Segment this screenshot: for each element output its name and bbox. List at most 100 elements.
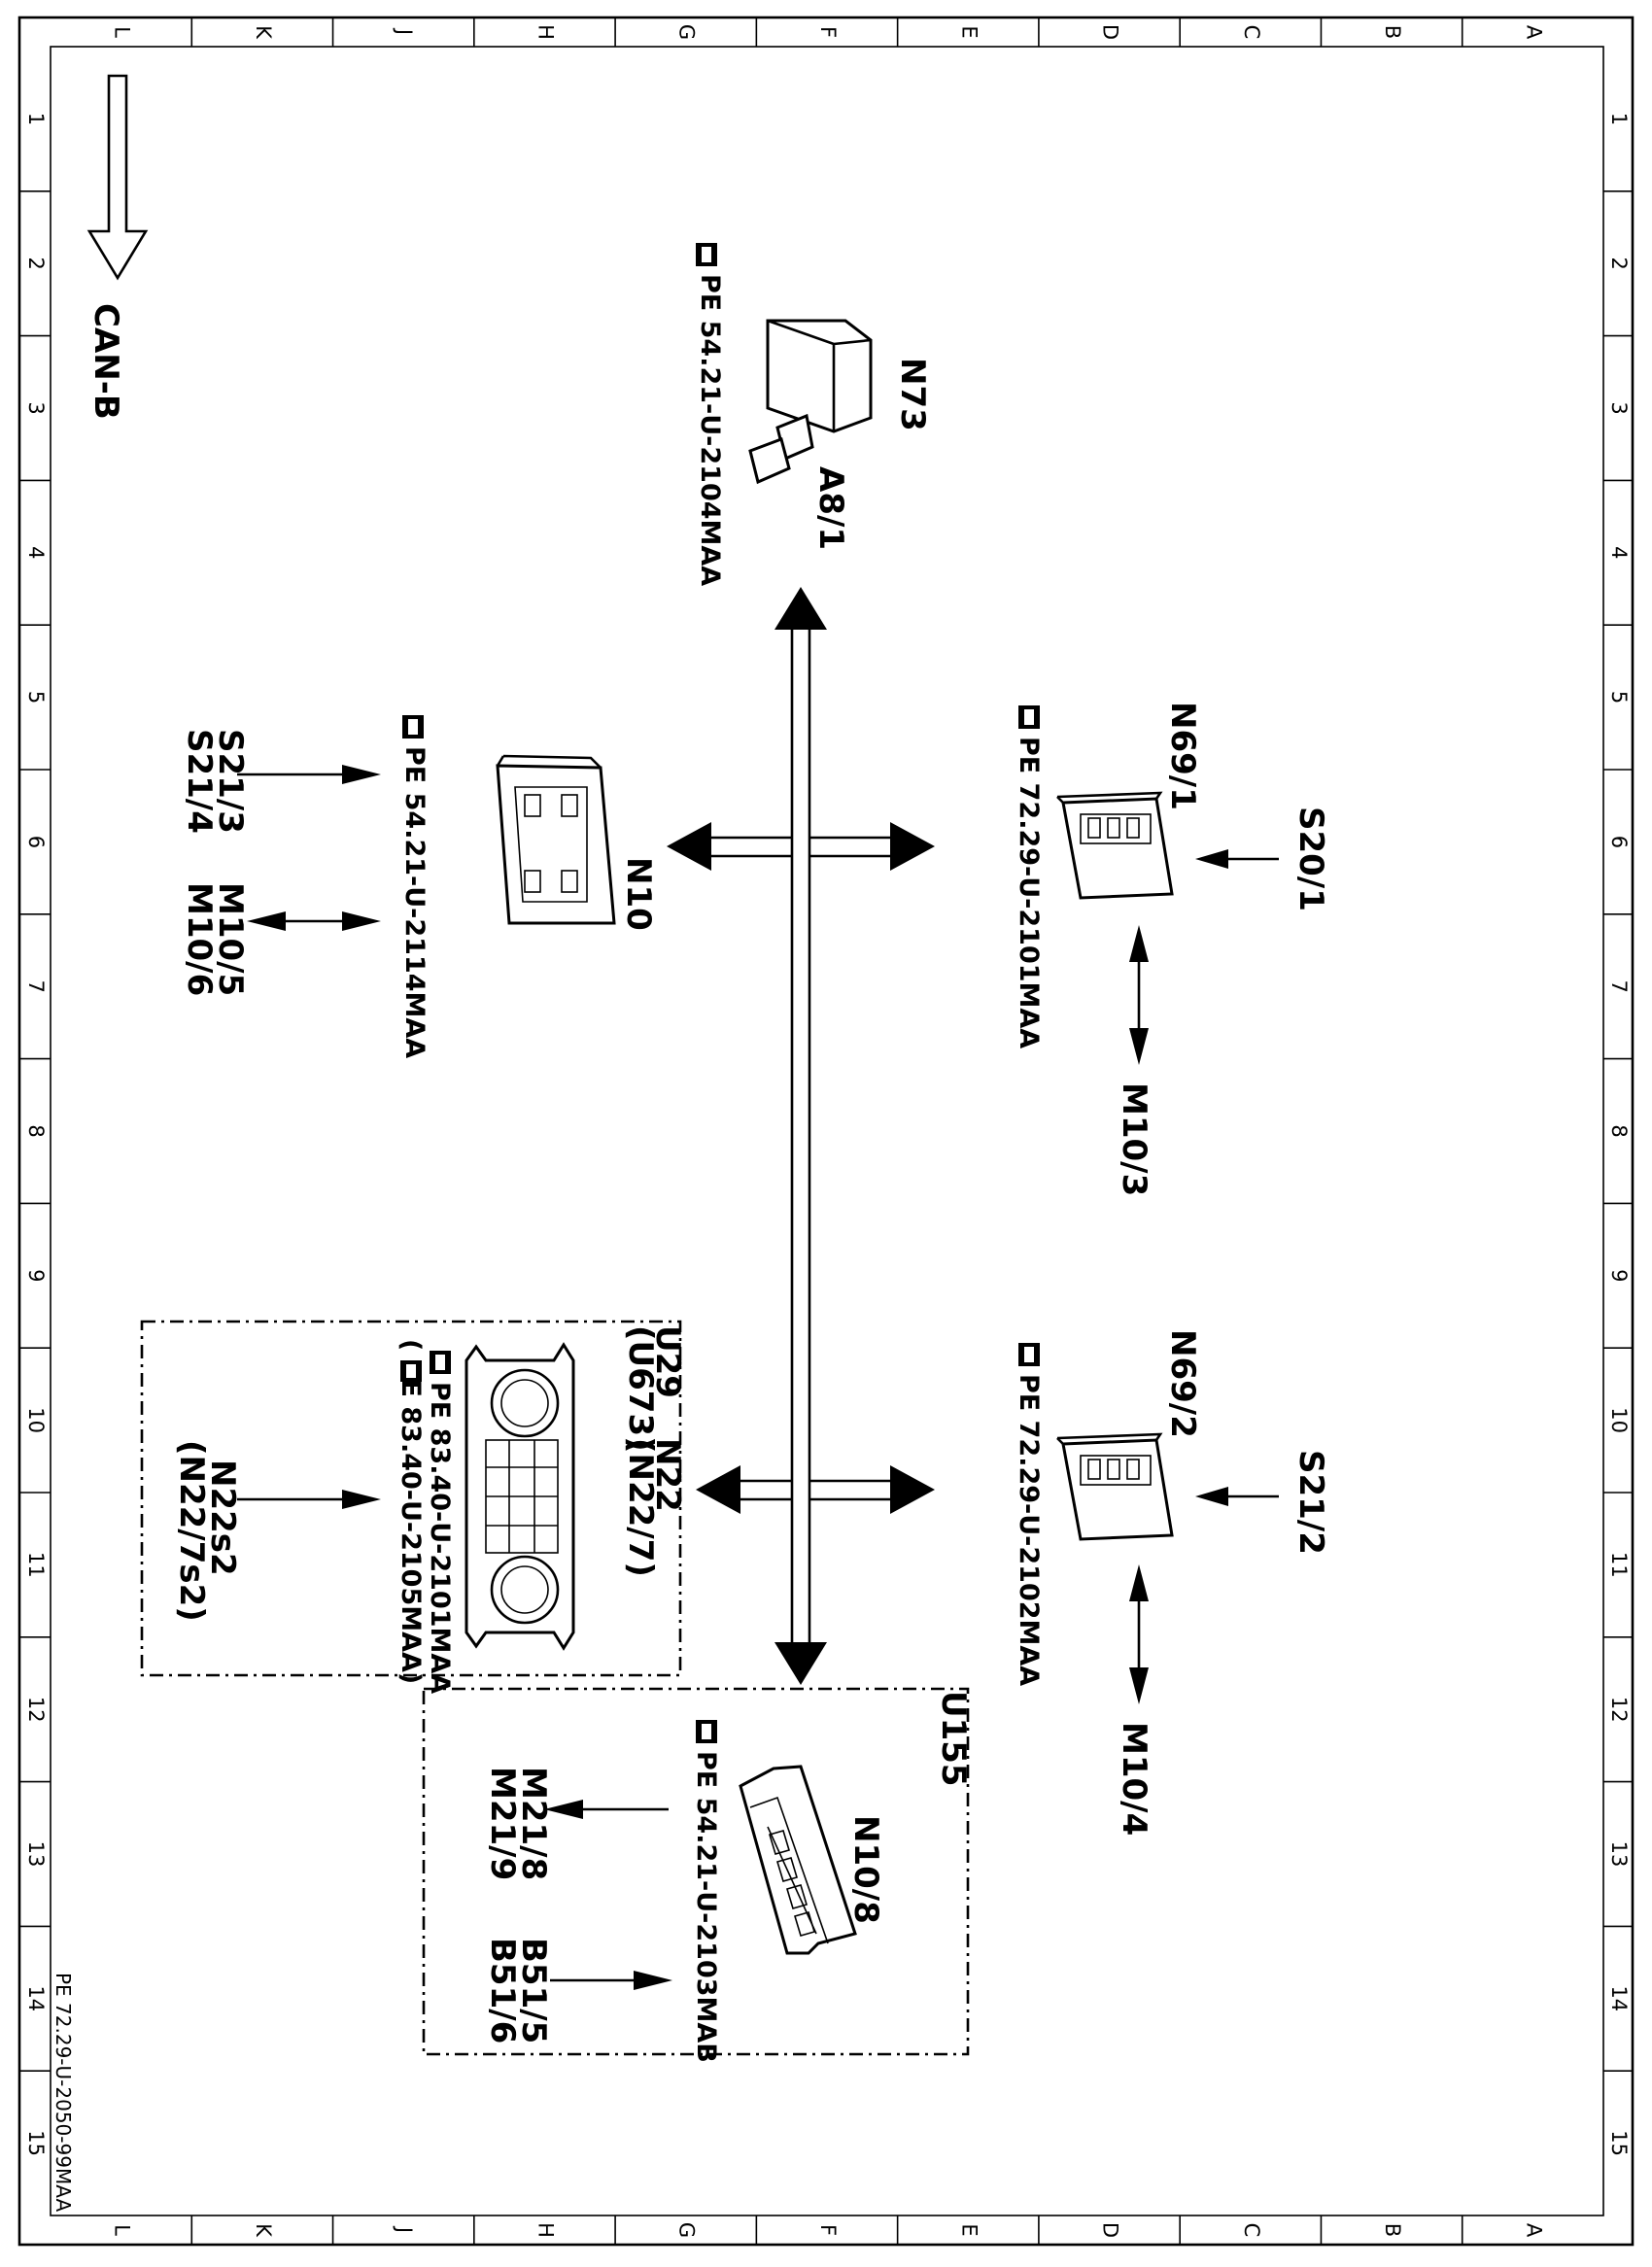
- n69-1-reference: PE 72.29-U-2101MAA: [1014, 737, 1044, 1048]
- n69-2-input-arrowhead: [1195, 1487, 1228, 1506]
- pointing-hand-icon: [1018, 705, 1040, 729]
- grid-label-8-right: 8: [1607, 1124, 1631, 1137]
- n10-reference: PE 54.21-U-2114MAA: [399, 746, 430, 1058]
- n22-label: N22: [648, 1438, 687, 1512]
- n69-2-bidir-label: M10/4: [1115, 1722, 1153, 1836]
- n10-8-input-arrowhead: [634, 1971, 672, 1990]
- grid-label-l-bottom: L: [111, 2224, 134, 2236]
- grid-label-3-right: 3: [1607, 401, 1631, 414]
- n22-input-label: N22s2: [203, 1460, 242, 1576]
- n22-reference: PE 83.40-U-2101MAA: [425, 1382, 455, 1694]
- n73-sub-label: A8/1: [811, 466, 850, 550]
- grid-label-f-top: F: [816, 26, 840, 38]
- climate-control-panel-illustration: [465, 1342, 575, 1651]
- n10-bidir-arrowheads: [247, 911, 381, 931]
- grid-label-10-left: 10: [24, 1407, 48, 1433]
- grid-label-14-right: 14: [1607, 1985, 1631, 2011]
- u155-group-frame: [422, 1687, 970, 2056]
- grid-label-b-bottom: B: [1381, 2223, 1404, 2237]
- grid-label-12-right: 12: [1607, 1697, 1631, 1723]
- grid-label-12-left: 12: [24, 1697, 48, 1723]
- pointing-hand-icon: [402, 715, 424, 738]
- n10-input-arrowhead: [342, 765, 381, 784]
- n10-8-label: N10/8: [846, 1815, 885, 1924]
- n69-2-bidir-arrowheads: [1129, 1564, 1149, 1704]
- grid-label-h-bottom: H: [533, 2222, 557, 2238]
- pointing-hand-icon: [400, 1360, 422, 1382]
- grid-label-6-left: 6: [24, 836, 48, 848]
- n69-2-label: N69/2: [1163, 1329, 1202, 1438]
- grid-label-10-right: 10: [1607, 1407, 1631, 1433]
- n22-7-label: (N22/7): [621, 1438, 660, 1577]
- grid-label-l-top: L: [111, 26, 134, 38]
- grid-label-9-right: 9: [1607, 1269, 1631, 1282]
- grid-label-j-bottom: J: [393, 2225, 416, 2233]
- n10-8-input-2: B51/6: [483, 1938, 522, 2044]
- pointing-hand-icon: [1018, 1343, 1040, 1366]
- u673-group-label: (U673): [621, 1325, 660, 1452]
- grid-label-4-left: 4: [24, 546, 48, 559]
- outer-border: [17, 16, 1635, 2247]
- grid-label-5-right: 5: [1607, 691, 1631, 704]
- grid-label-15-left: 15: [24, 2130, 48, 2156]
- n10-8-reference: PE 54.21-U-2103MAB: [691, 1751, 721, 2063]
- n69-1-bidir-label: M10/3: [1115, 1082, 1153, 1196]
- pointing-hand-icon: [696, 243, 717, 266]
- n10-8-input-1: B51/5: [514, 1938, 553, 2044]
- n10-input-2: S21/4: [180, 729, 219, 834]
- grid-label-c-bottom: C: [1240, 2223, 1263, 2238]
- grid-label-h-top: H: [533, 24, 557, 40]
- n10-8-output-arrowhead: [544, 1800, 583, 1819]
- n69-1-connector-illustration: [1056, 791, 1174, 900]
- grid-label-2-left: 2: [24, 258, 48, 270]
- n22-reference-alt: ( PE 83.40-U-2105MAA): [396, 1339, 426, 1684]
- grid-label-11-right: 11: [1607, 1552, 1631, 1578]
- inner-border: [50, 46, 1604, 2216]
- n10-label: N10: [619, 857, 658, 931]
- grid-label-13-right: 13: [1607, 1841, 1631, 1868]
- u29-group-label: U29: [648, 1325, 687, 1398]
- grid-label-5-left: 5: [24, 691, 48, 704]
- n22-input-alt-label: (N22/7s2): [172, 1440, 211, 1622]
- grid-label-b-top: B: [1381, 25, 1404, 39]
- n69-2-reference: PE 72.29-U-2102MAA: [1014, 1374, 1044, 1686]
- n10-input-1: S21/3: [211, 729, 250, 834]
- n10-bidir-2: M10/6: [180, 882, 219, 996]
- n22-input-arrowhead: [342, 1490, 381, 1509]
- grid-label-e-bottom: E: [957, 2223, 981, 2236]
- footer-reference: PE 72.29-U-2050-99MAA: [52, 1973, 75, 2212]
- n10-8-output-2: M21/9: [483, 1767, 522, 1880]
- can-b-label: CAN-B: [86, 303, 125, 420]
- n69-1-bidir-arrowheads: [1129, 925, 1149, 1065]
- n69-1-label: N69/1: [1163, 702, 1202, 810]
- grid-label-a-bottom: A: [1522, 2223, 1545, 2238]
- n10-bidir-1: M10/5: [211, 882, 250, 996]
- grid-ticks: [19, 17, 1633, 2245]
- grid-label-1-right: 1: [1607, 113, 1631, 125]
- grid-label-7-right: 7: [1607, 980, 1631, 993]
- n69-1-input-arrowhead: [1195, 849, 1228, 869]
- n69-2-connector-illustration: [1056, 1432, 1174, 1541]
- u155-group-label: U155: [934, 1691, 973, 1787]
- n10-8-module-illustration: [739, 1765, 857, 1955]
- grid-label-k-top: K: [252, 25, 275, 40]
- n73-switch-illustration: [748, 319, 873, 485]
- can-b-arrow: [86, 74, 149, 281]
- grid-label-8-left: 8: [24, 1124, 48, 1137]
- grid-label-4-right: 4: [1607, 546, 1631, 559]
- grid-label-3-left: 3: [24, 401, 48, 414]
- grid-label-g-top: G: [675, 24, 699, 40]
- grid-label-d-top: D: [1099, 24, 1122, 40]
- grid-label-7-left: 7: [24, 980, 48, 993]
- grid-label-g-bottom: G: [675, 2222, 699, 2238]
- grid-label-2-right: 2: [1607, 258, 1631, 270]
- grid-label-j-top: J: [393, 27, 416, 35]
- pointing-hand-icon: [430, 1351, 451, 1374]
- grid-label-d-bottom: D: [1099, 2222, 1122, 2238]
- grid-label-13-left: 13: [24, 1841, 48, 1868]
- n73-label: N73: [893, 358, 932, 431]
- can-bus-trunk: [667, 587, 935, 1685]
